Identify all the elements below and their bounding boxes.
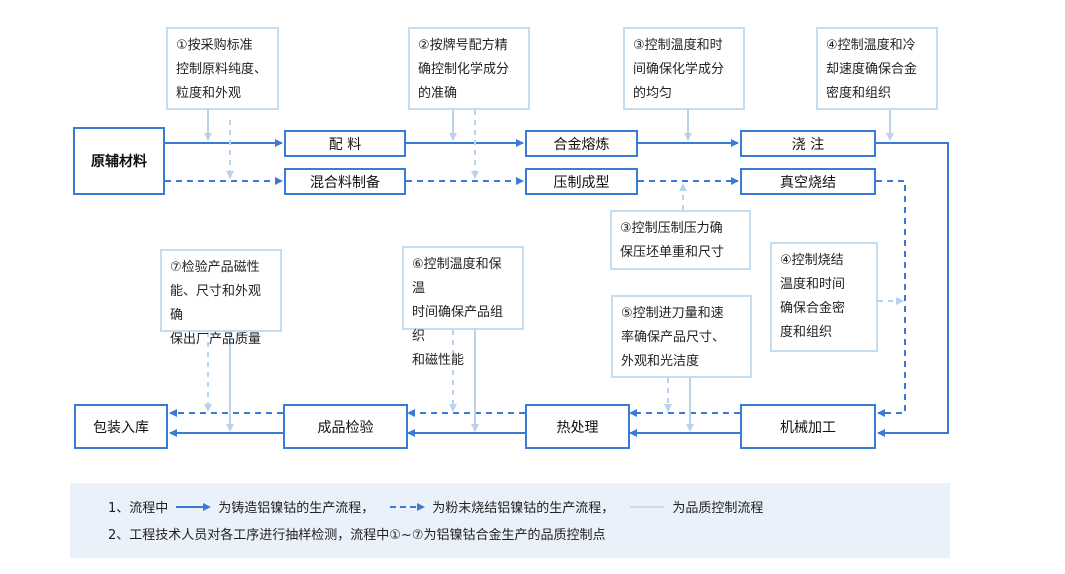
legend-prefix: 1、流程中 [108,501,169,516]
note-qc-4b: ④控制烧结 温度和时间 确保合金密 度和组织 [770,242,878,352]
legend-light-text: 为品质控制流程 [672,501,764,516]
note-qc-3b: ③控制压制压力确 保压坯单重和尺寸 [610,210,751,270]
box-final-inspection: 成品检验 [283,404,408,449]
note-qc-4a: ④控制温度和冷 却速度确保合金 密度和组织 [816,27,938,110]
box-mixing: 混合料制备 [284,168,406,195]
note-qc-6: ⑥控制温度和保温 时间确保产品组织 和磁性能 [402,246,524,368]
box-raw-materials: 原辅材料 [73,127,165,195]
note-qc-1: ①按采购标准 控制原料纯度、 粒度和外观 [166,27,279,110]
legend-dashed-text: 为粉末烧结铝镍钴的生产流程， [432,501,615,516]
box-smelting: 合金熔炼 [525,130,638,157]
legend-solid-arrow-icon [176,502,212,511]
legend-row-1: 1、流程中 为铸造铝镍钴的生产流程， 为粉末烧结铝镍钴的生产流程， 为品质控制流… [108,497,763,516]
box-sintering: 真空烧结 [740,168,876,195]
legend-row-2: 2、工程技术人员对各工序进行抽样检测，流程中①~⑦为铝镍钴合金生产的品质控制点 [108,524,605,543]
quality-lines-dashed [204,110,904,412]
quality-lines-solid [204,110,894,432]
box-packing: 包装入库 [74,404,168,449]
box-casting: 浇 注 [740,130,876,157]
legend-solid-text: 为铸造铝镍钴的生产流程， [218,501,375,516]
legend-dashed-arrow-icon [390,502,426,511]
box-batching: 配 料 [284,130,406,157]
powder-flow-lines [165,177,906,417]
note-qc-2: ②按牌号配方精 确控制化学成分 的准确 [408,27,530,110]
box-machining: 机械加工 [740,404,876,449]
note-qc-3a: ③控制温度和时 间确保化学成分 的均匀 [623,27,745,110]
legend-row2-text: 2、工程技术人员对各工序进行抽样检测，流程中①~⑦为铝镍钴合金生产的品质控制点 [108,528,606,543]
note-qc-5: ⑤控制进刀量和速 率确保产品尺寸、 外观和光洁度 [611,295,752,378]
box-heat-treatment: 热处理 [525,404,630,449]
casting-flow-lines [165,139,949,437]
note-qc-7: ⑦检验产品磁性 能、尺寸和外观确 保出厂产品质量 [160,249,282,347]
legend-panel [70,483,950,558]
legend-light-line-icon [630,505,665,508]
box-pressing: 压制成型 [525,168,638,195]
